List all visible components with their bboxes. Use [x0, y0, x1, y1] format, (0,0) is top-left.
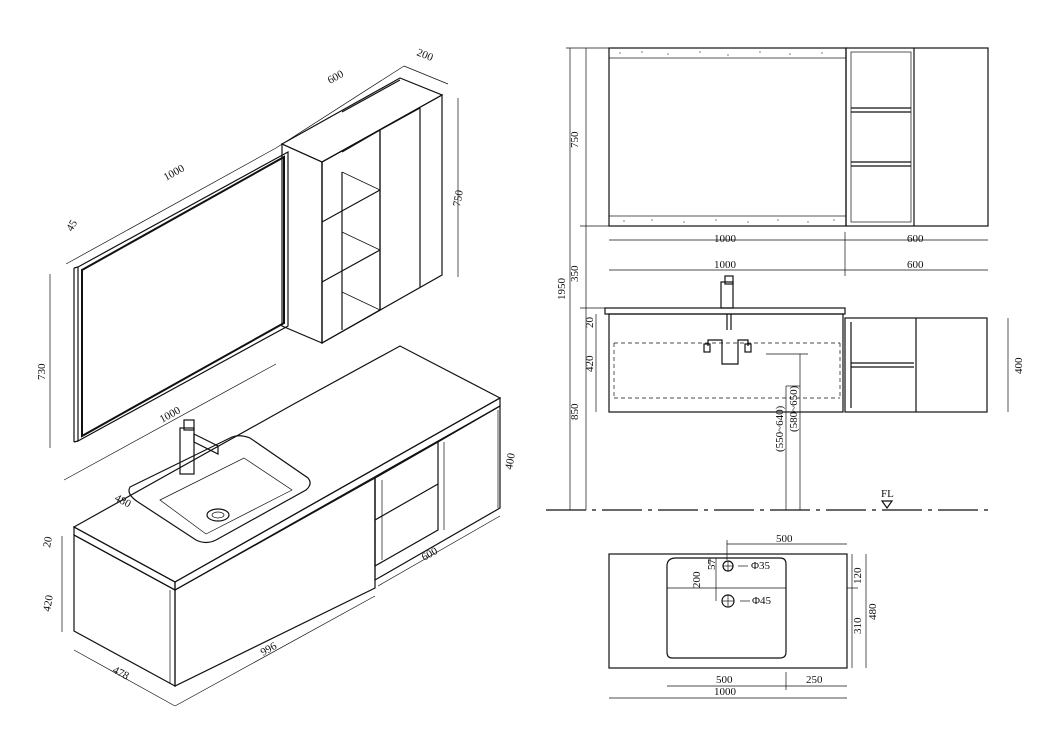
plan-depth-b: 310: [852, 617, 864, 634]
iso-mirror-width: 1000: [162, 162, 187, 183]
front-side-width: 600: [907, 259, 924, 271]
plan-basin-width: 500: [716, 674, 733, 686]
isometric-view: 1000 45 730 600 200 750 1000 480 20 420 …: [36, 47, 518, 707]
iso-cabinet-depth: 200: [415, 47, 435, 64]
plan-basin-width-top: 500: [776, 533, 793, 545]
iso-cabinet-width: 600: [326, 68, 347, 87]
front-top-thickness: 20: [584, 317, 596, 329]
iso-basin: [128, 435, 311, 544]
iso-mirror-depth: 45: [64, 218, 80, 234]
plan-tap-offset: 57: [706, 559, 718, 571]
front-mirror-texture: [619, 51, 835, 223]
iso-drawer: [73, 476, 376, 688]
front-upper-height: 750: [569, 131, 581, 148]
iso-faucet: [179, 419, 219, 475]
plan-tap-hole-label: Φ35: [751, 560, 771, 572]
front-range-1: (550~640): [774, 405, 786, 452]
front-faucet: [703, 275, 752, 365]
front-countertop: [604, 307, 846, 315]
iso-side-cabinet: [374, 404, 501, 582]
iso-cabinet-height: 750: [451, 189, 466, 208]
iso-side-height: 400: [503, 452, 518, 471]
iso-top-thickness: 20: [41, 535, 55, 548]
front-gap: 350: [569, 265, 581, 282]
plan-right-margin: 250: [806, 674, 823, 686]
floor-label: FL: [881, 488, 894, 500]
front-floor-height: 850: [569, 403, 581, 420]
plan-drain-hole-label: Φ45: [752, 595, 772, 607]
front-drawer: [608, 313, 844, 413]
front-mirror-width: 1000: [714, 233, 737, 245]
plan-countertop: [608, 553, 848, 669]
plan-basin-offset: 200: [691, 571, 703, 588]
front-side-height: 400: [1013, 357, 1025, 374]
front-upper-cabinet: [845, 47, 989, 227]
front-cabinet-width: 600: [907, 233, 924, 245]
front-vanity-width: 1000: [714, 259, 737, 271]
front-drawer-height: 420: [584, 355, 596, 372]
iso-drawer-height: 420: [41, 594, 56, 613]
iso-mirror: [73, 150, 289, 443]
iso-top-width: 1000: [158, 404, 183, 425]
iso-side-width: 600: [420, 545, 441, 564]
plan-basin: [666, 557, 787, 659]
front-range-2: (580~650): [788, 385, 800, 432]
iso-dimensions: [49, 65, 501, 707]
plan-depth-total: 480: [867, 603, 879, 620]
iso-upper-cabinet: [280, 77, 444, 345]
plan-view: 500 57 Φ35 200 Φ45 120 310 480 500 250 1…: [608, 533, 879, 699]
plan-total-width: 1000: [714, 686, 737, 698]
front-mirror: [608, 47, 847, 227]
front-elevation: FL 750 1000 600 350 1950 1000 600 20 420…: [546, 47, 1025, 511]
iso-mirror-height: 730: [36, 363, 48, 380]
front-total-height: 1950: [556, 278, 568, 301]
plan-depth-a: 120: [852, 567, 864, 584]
iso-drawer-width: 996: [259, 640, 280, 659]
